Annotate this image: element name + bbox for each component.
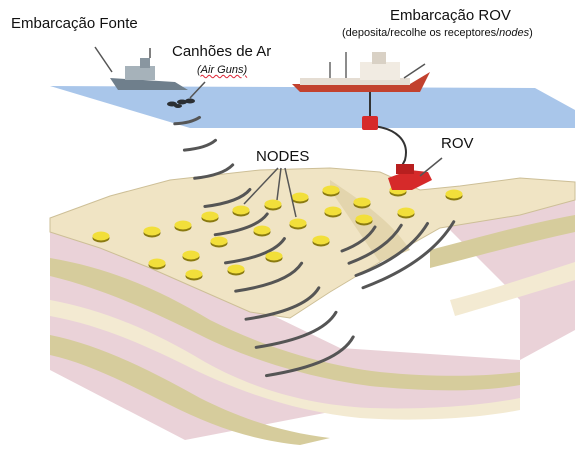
label-rov-vessel: Embarcação ROV (390, 7, 511, 24)
wavefront-arc (254, 310, 338, 349)
label-air-guns-sub: (Air Guns) (197, 64, 248, 76)
node-receiver (289, 218, 307, 230)
rov-vehicle (388, 164, 432, 190)
node-receiver (312, 235, 330, 247)
reflected-wave-arc (361, 220, 456, 290)
label-source-vessel: Embarcação Fonte (11, 15, 138, 32)
seafloor-surface (49, 167, 576, 319)
sea-surface (50, 86, 575, 128)
stratum-band (50, 300, 520, 420)
rov-cage (362, 116, 378, 130)
stratum-band (50, 258, 520, 391)
label-rov: ROV (441, 135, 474, 152)
node-receiver (265, 251, 283, 263)
node-receiver (210, 236, 228, 248)
rov-vessel-ship (292, 52, 430, 92)
node-receiver (353, 197, 371, 209)
label-nodes: NODES (256, 148, 310, 165)
reflected-wave-arc (354, 222, 429, 277)
node-receivers (92, 185, 463, 281)
node-receiver (397, 207, 415, 219)
rov-vessel-sub-prefix: (deposita/recolhe os receptores/ (342, 27, 500, 39)
wavefront-arc (182, 138, 217, 152)
label-air-guns: Canhões de Ar (172, 43, 272, 60)
node-receiver (264, 199, 282, 211)
reflected-wave-arc (347, 223, 403, 265)
node-receiver (253, 225, 271, 237)
rov-pointer-line (419, 157, 443, 177)
reflected-wave-arc (340, 225, 377, 253)
wavefront-arc (234, 261, 304, 293)
node-receiver (324, 206, 342, 218)
node-receiver (445, 189, 463, 201)
node-receiver (182, 250, 200, 262)
seismic-waves (173, 115, 456, 378)
stratum-band (450, 262, 575, 316)
node-receiver (232, 205, 250, 217)
wavefront-arc (203, 188, 252, 208)
stratum-band (50, 335, 330, 445)
node-receiver (355, 214, 373, 226)
stratum-band (430, 215, 575, 268)
wavefront-arc (193, 163, 235, 180)
node-receiver (291, 192, 309, 204)
label-rov-vessel-sub: (deposita/recolhe os receptores/nodes) (342, 28, 533, 39)
air-guns (167, 98, 195, 108)
wavefront-arc (213, 212, 269, 237)
air-guns-pointer-line (189, 81, 206, 99)
rov-vessel-pointer-line (403, 63, 426, 79)
rov-vessel-sub-suffix: ) (529, 27, 533, 39)
node-receiver (185, 269, 203, 281)
node-receiver (201, 211, 219, 223)
wavefront-arc (265, 335, 355, 378)
node-receiver (143, 226, 161, 238)
vessel-pointer-line (94, 46, 113, 73)
node-receiver (92, 231, 110, 243)
wavefront-arc (224, 237, 286, 265)
node-receiver (148, 258, 166, 270)
node-receiver (227, 264, 245, 276)
source-vessel-ship (110, 48, 188, 90)
node-receiver (174, 220, 192, 232)
nodes-pointer-lines (243, 167, 297, 218)
wavefront-arc (244, 286, 321, 321)
rov-vessel-sub-italic: nodes (499, 27, 530, 39)
wavefront-arc (173, 115, 201, 126)
node-receiver (322, 185, 340, 197)
